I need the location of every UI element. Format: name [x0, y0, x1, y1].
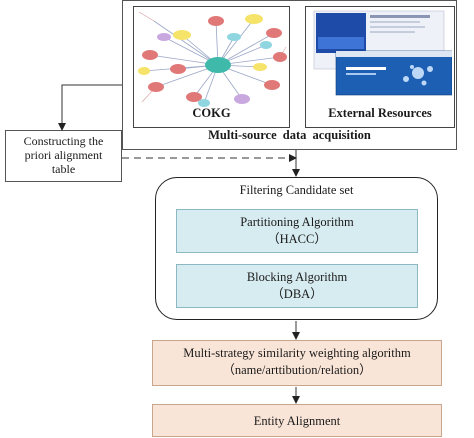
- partitioning-algorithm-box: Partitioning Algorithm （HACC）: [176, 209, 418, 253]
- cokg-label: COKG: [192, 106, 231, 120]
- source-to-priori-line: [58, 84, 122, 131]
- web-screenshots-image: [313, 10, 453, 96]
- filtering-title: Filtering Candidate set: [239, 183, 354, 197]
- partitioning-abbr: （HACC）: [267, 232, 327, 246]
- priori-line-3: table: [51, 162, 76, 176]
- similarity-line-1: Multi-strategy similarity weighting algo…: [183, 346, 411, 360]
- cokg-panel: COKG: [133, 6, 290, 128]
- similarity-weighting-box: Multi-strategy similarity weighting algo…: [152, 340, 442, 386]
- blocking-abbr: （DBA）: [271, 287, 323, 301]
- similarity-line-2: （name/arttibution/relation）: [222, 363, 372, 377]
- entity-alignment-box: Entity Alignment: [152, 404, 442, 437]
- partitioning-name: Partitioning Algorithm: [240, 215, 354, 229]
- priori-line-1: Constructing the: [23, 134, 104, 148]
- filtering-candidate-set-box: Filtering Candidate set Partitioning Alg…: [155, 177, 438, 320]
- multi-source-caption: Multi-source data acquisition: [208, 128, 371, 142]
- external-resources-label: External Resources: [328, 106, 432, 120]
- blocking-algorithm-box: Blocking Algorithm （DBA）: [176, 264, 418, 308]
- blocking-name: Blocking Algorithm: [246, 270, 348, 284]
- knowledge-graph-image: [138, 11, 287, 107]
- priori-line-2: priori alignment: [24, 148, 103, 162]
- multi-source-acquisition-box: COKG External Resources Multi-source dat…: [122, 0, 457, 150]
- priori-alignment-box: Constructing the priori alignment table: [5, 130, 122, 182]
- external-resources-panel: External Resources: [305, 6, 455, 128]
